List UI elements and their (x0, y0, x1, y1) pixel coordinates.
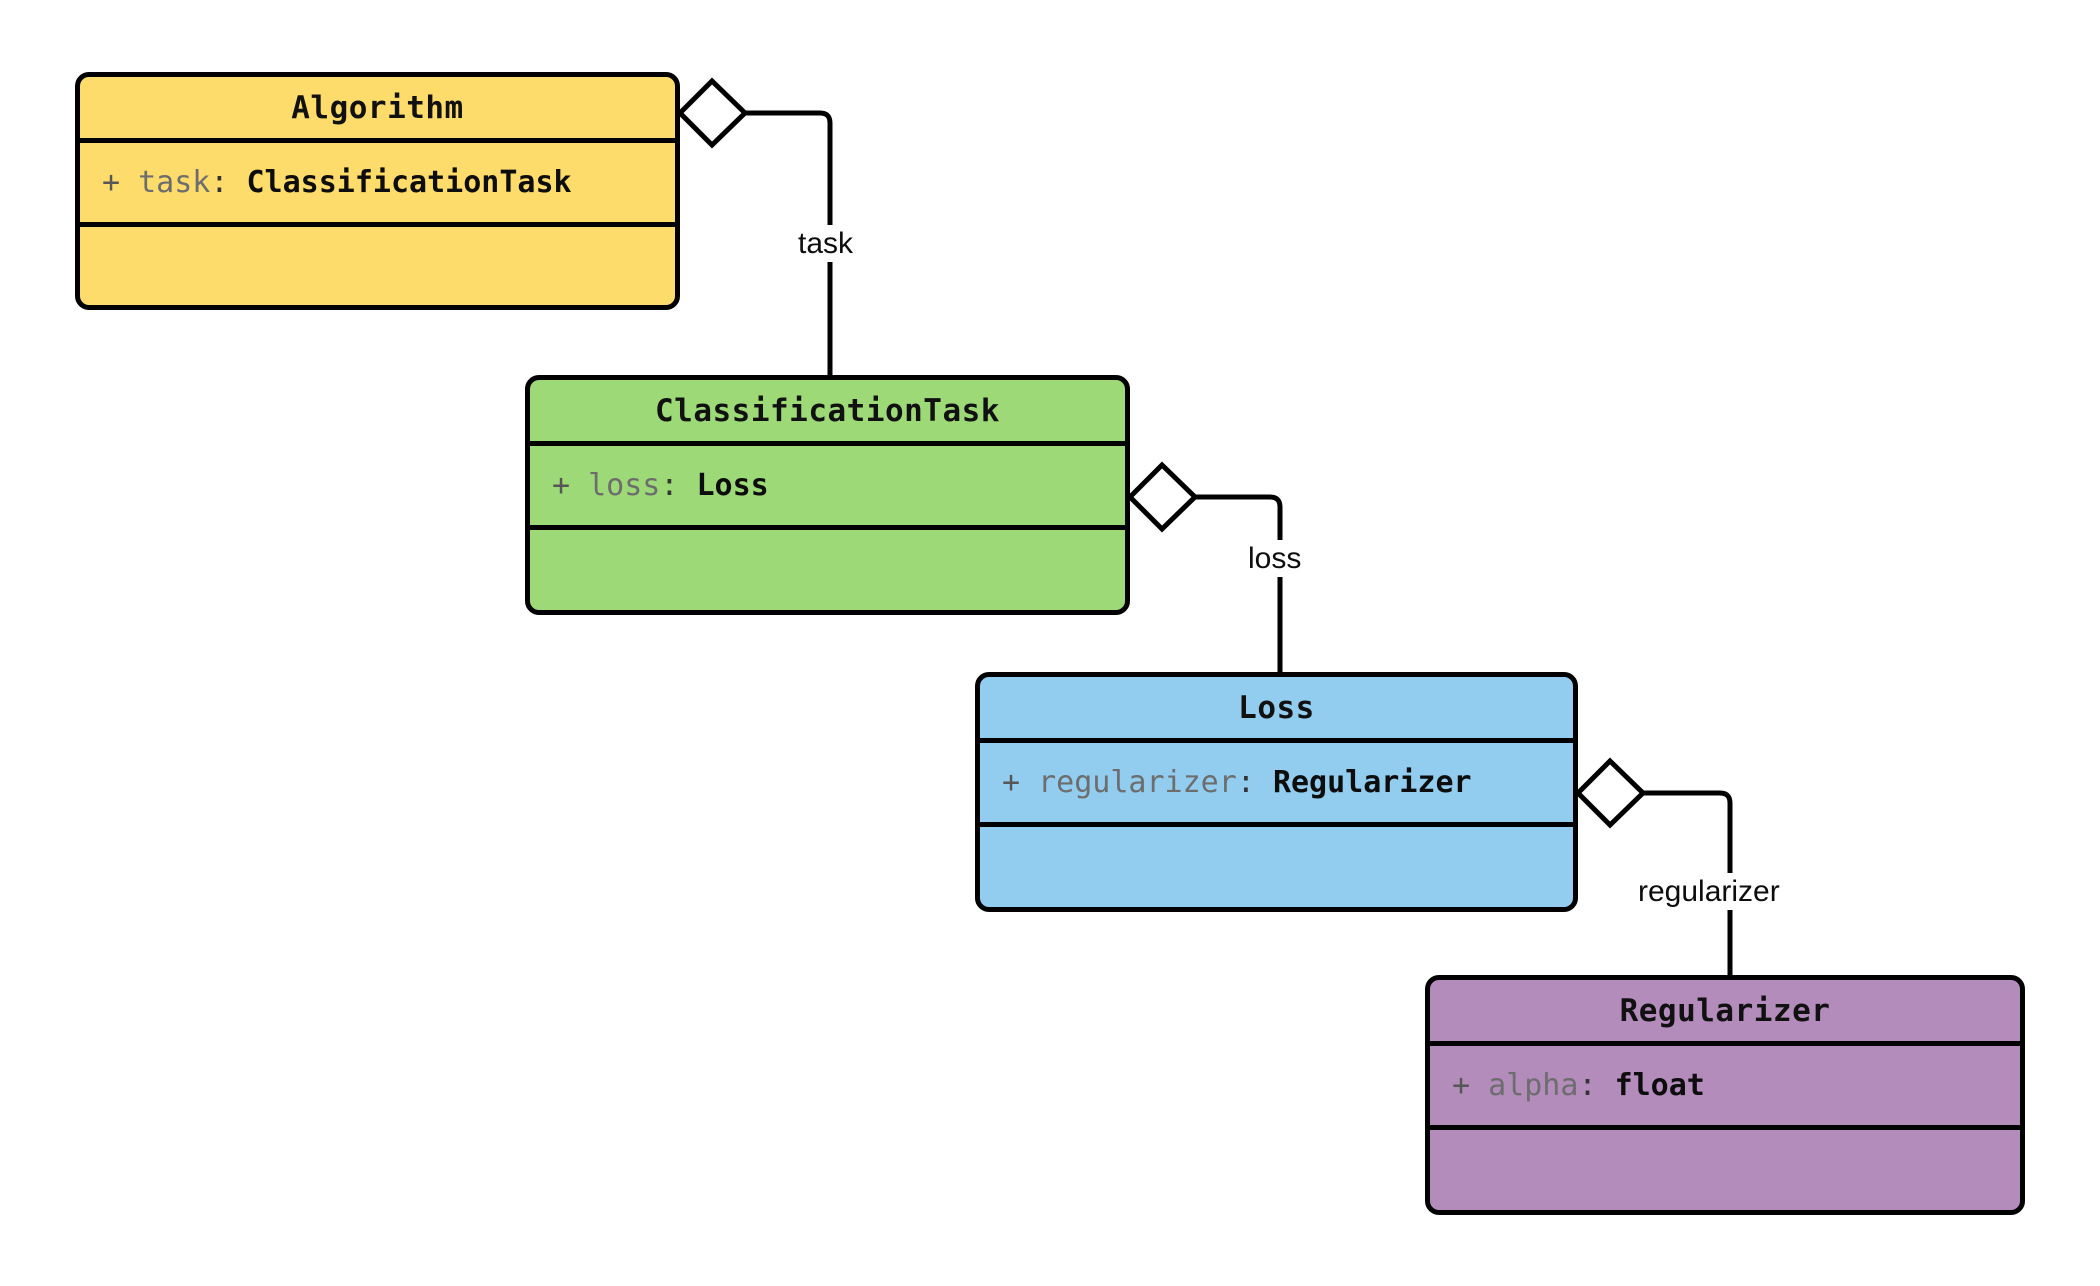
class-title-compartment: Algorithm (80, 77, 675, 143)
class-attribute-row: + regularizer: Regularizer (1002, 765, 1573, 801)
attribute-visibility: + (1452, 1067, 1471, 1103)
class-attribute-row: + loss: Loss (552, 468, 1125, 504)
class-attribute-row: + alpha: float (1452, 1068, 2020, 1104)
uml-class-classificationtask[interactable]: ClassificationTask + loss: Loss (525, 375, 1130, 615)
attribute-visibility: + (552, 467, 571, 503)
class-attributes-compartment: + task: ClassificationTask (80, 143, 675, 227)
attribute-separator: : (210, 164, 229, 200)
class-attribute-row: + task: ClassificationTask (102, 165, 675, 201)
attribute-visibility: + (102, 164, 121, 200)
aggregation-diamond-icon (1126, 461, 1199, 533)
relationship-label-task: task (791, 225, 861, 262)
attribute-type: float (1614, 1067, 1705, 1103)
class-methods-compartment (980, 827, 1573, 907)
class-attributes-compartment: + loss: Loss (530, 446, 1125, 530)
class-methods-compartment (530, 530, 1125, 610)
uml-class-regularizer[interactable]: Regularizer + alpha: float (1425, 975, 2025, 1215)
attribute-type: Loss (696, 467, 769, 503)
uml-class-algorithm[interactable]: Algorithm + task: ClassificationTask (75, 72, 680, 310)
aggregation-diamond-icon (676, 77, 749, 149)
uml-class-loss[interactable]: Loss + regularizer: Regularizer (975, 672, 1578, 912)
attribute-separator: : (1236, 764, 1255, 800)
class-title-compartment: Loss (980, 677, 1573, 743)
class-name-label: Loss (1238, 689, 1315, 726)
attribute-name: task (138, 164, 211, 200)
class-name-label: ClassificationTask (655, 392, 1000, 429)
relationship-line-loss (1195, 494, 1283, 672)
attribute-type: Regularizer (1272, 764, 1472, 800)
attribute-visibility: + (1002, 764, 1021, 800)
class-methods-compartment (80, 227, 675, 305)
class-attributes-compartment: + alpha: float (1430, 1046, 2020, 1130)
aggregation-diamond-icon (1574, 757, 1647, 829)
attribute-name: alpha (1488, 1067, 1579, 1103)
relationship-label-regularizer: regularizer (1631, 873, 1787, 910)
class-methods-compartment (1430, 1130, 2020, 1210)
attribute-name: loss (588, 467, 661, 503)
attribute-separator: : (660, 467, 679, 503)
class-name-label: Algorithm (291, 89, 464, 126)
attribute-type: ClassificationTask (246, 164, 572, 200)
attribute-separator: : (1578, 1067, 1597, 1103)
class-title-compartment: Regularizer (1430, 980, 2020, 1046)
relationship-loss-regularizer[interactable] (1574, 757, 1733, 975)
class-name-label: Regularizer (1619, 992, 1831, 1029)
class-attributes-compartment: + regularizer: Regularizer (980, 743, 1573, 827)
relationship-label-loss: loss (1241, 540, 1309, 577)
attribute-name: regularizer (1038, 764, 1237, 800)
class-title-compartment: ClassificationTask (530, 380, 1125, 446)
